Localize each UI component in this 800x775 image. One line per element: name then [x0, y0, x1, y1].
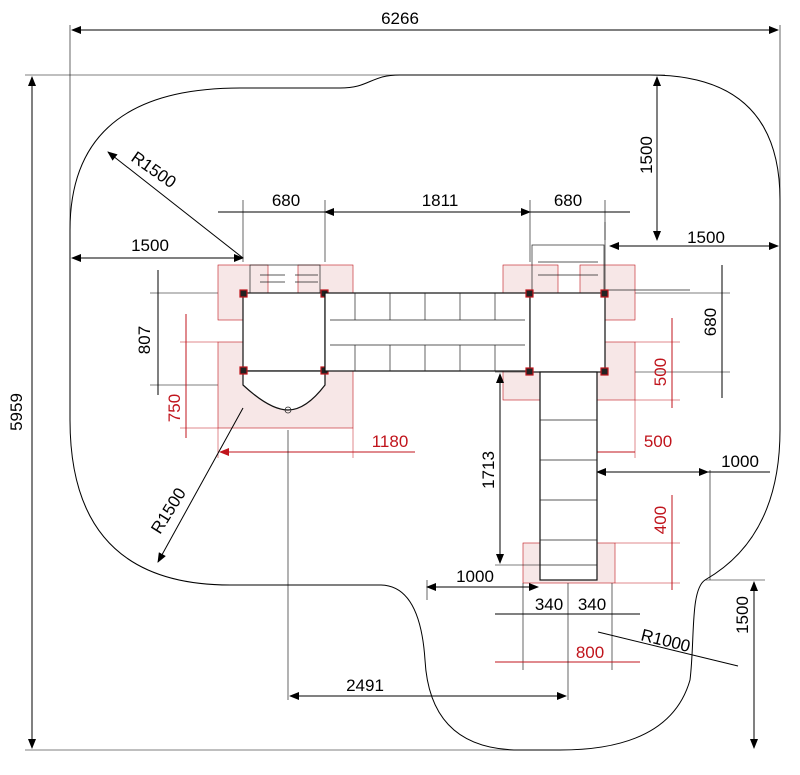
- left-platform: [242, 292, 326, 372]
- dim-platform-left-width: 680: [272, 191, 300, 210]
- dim-platform-right-width: 680: [554, 191, 582, 210]
- dim-radius-top-left: R1500: [128, 148, 180, 192]
- dim-bridge-length: 1811: [422, 191, 459, 210]
- dim-overall-width: 6266: [381, 9, 419, 28]
- dim-post-zone-right: 500: [651, 358, 670, 386]
- leader-radius-bottom-right: [597, 631, 739, 667]
- dim-radius-bottom-right: R1000: [639, 625, 692, 656]
- post: [525, 289, 534, 298]
- right-steps: [531, 244, 605, 294]
- play-equipment: [239, 222, 690, 581]
- dim-ladder-end-zone: 400: [651, 506, 670, 534]
- post: [239, 366, 248, 375]
- bridge: [324, 292, 531, 372]
- dim-ladder-length: 1713: [479, 451, 498, 489]
- safety-area-outline: [69, 74, 781, 751]
- right-platform: [529, 292, 606, 373]
- dim-ladder-half-right: 340: [578, 595, 606, 614]
- dim-offset-right-ladder: 1000: [721, 452, 759, 471]
- post: [239, 289, 248, 298]
- dim-slide-zone-depth: 750: [165, 394, 184, 422]
- slide: [242, 370, 326, 411]
- left-steps: [249, 264, 321, 294]
- dim-right-offset: 1500: [687, 228, 725, 247]
- dim-center-offset: 2491: [346, 676, 384, 695]
- dim-top-right-offset: 1500: [637, 136, 656, 174]
- climbing-ladder: [539, 371, 598, 581]
- dim-bottom-lobe-height: 1500: [733, 596, 752, 634]
- dim-slide-zone-width: 1180: [372, 432, 409, 451]
- dim-radius-bottom-left: R1500: [147, 485, 190, 538]
- dim-left-offset: 1500: [131, 236, 169, 255]
- leader-radius-bottom-left: [157, 407, 244, 563]
- dim-platform-depth-right: 680: [701, 308, 720, 336]
- leader-radius-top-left: [107, 151, 244, 259]
- dim-offset-left-ladder: 1000: [456, 567, 494, 586]
- dim-platform-depth-left: 807: [135, 326, 154, 354]
- dim-ladder-end-width: 800: [576, 643, 604, 662]
- dim-overall-height: 5959: [7, 393, 26, 431]
- dim-post-zone-right-width: 500: [644, 432, 672, 451]
- post: [600, 367, 609, 376]
- post: [600, 289, 609, 298]
- post: [525, 367, 534, 376]
- dim-ladder-half-left: 340: [535, 595, 563, 614]
